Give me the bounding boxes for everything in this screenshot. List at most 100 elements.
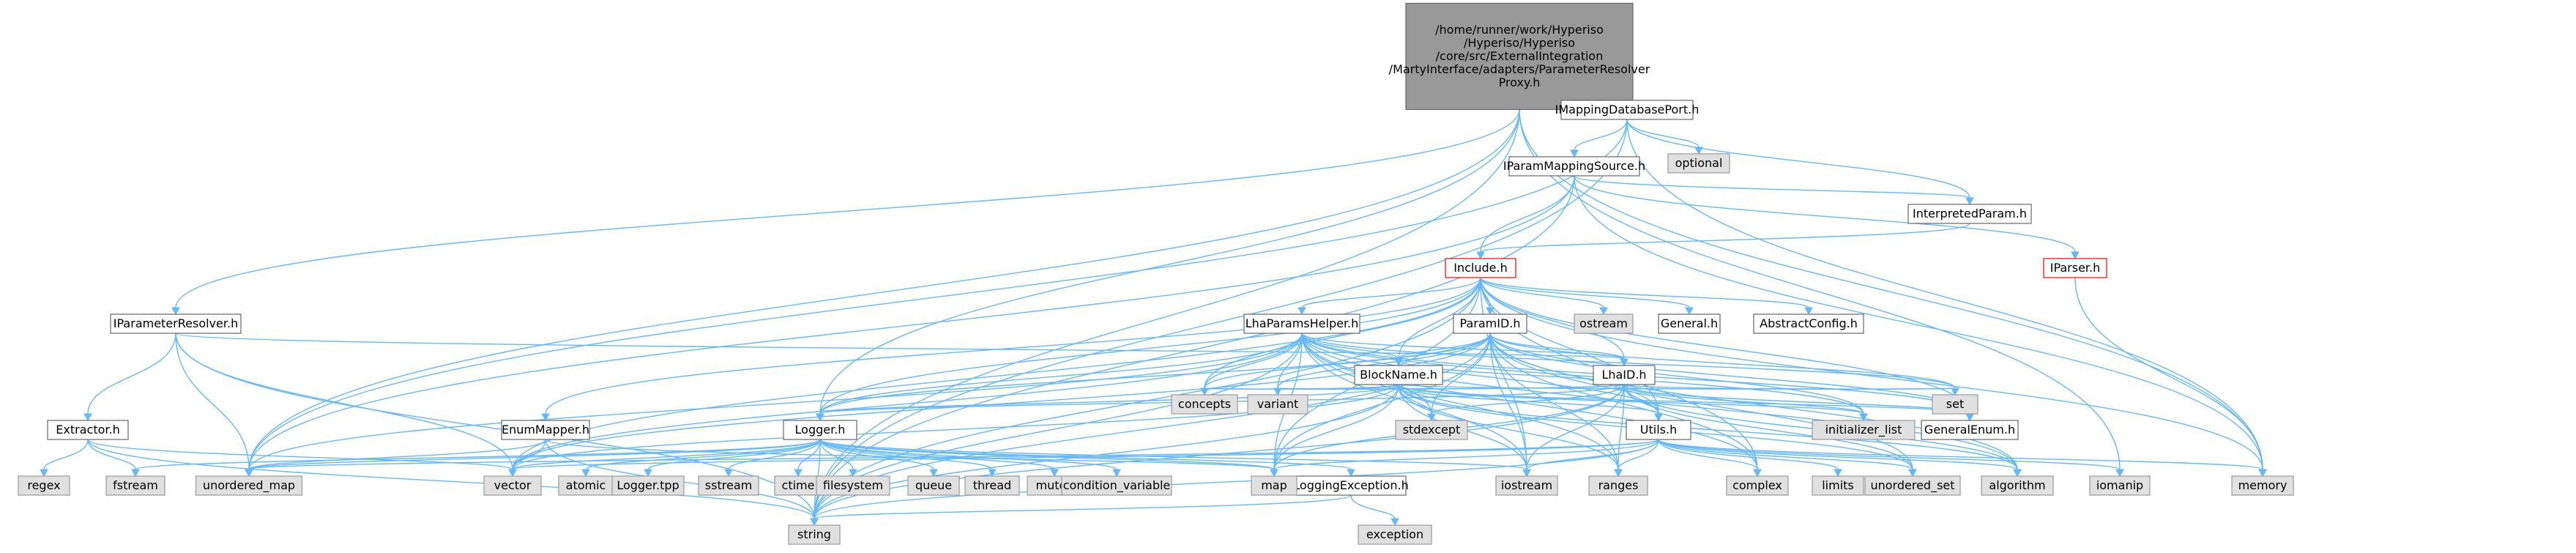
node-box	[558, 475, 614, 496]
node-box	[1588, 475, 1648, 496]
node-box	[1907, 204, 2032, 224]
node-box	[105, 475, 165, 496]
node-initializer-list: initializer_list	[1812, 420, 1916, 440]
edge-logger-to-ctime	[794, 439, 821, 478]
node-label: filesystem	[823, 478, 883, 492]
node-label: /home/runner/work/Hyperiso	[1435, 23, 1604, 37]
node-label: LhaParamsHelper.h	[1246, 316, 1359, 330]
edge-iparammappingsource-to-iparser	[1574, 175, 2080, 260]
node-label: stdexcept	[1403, 423, 1461, 437]
edge-blockname-to-generalenum	[1398, 384, 1974, 422]
edge-interpretedparam-to-include	[1476, 223, 1970, 260]
node-label: fstream	[113, 478, 158, 492]
edge-lhaid-to-generalenum	[1623, 384, 1974, 422]
node-abstractconfig[interactable]: AbstractConfig.h	[1753, 313, 1864, 334]
edge-logger-to-sstream	[724, 439, 821, 478]
node-label: Utils.h	[1640, 423, 1677, 437]
node-label: General.h	[1661, 316, 1718, 330]
edge-include-to-abstractconfig	[1480, 277, 1813, 316]
node-label: regex	[27, 478, 60, 492]
node-label: atomic	[566, 478, 606, 492]
node-box	[1243, 313, 1360, 334]
edge-logger-to-logger-tpp	[644, 439, 821, 478]
node-box	[2089, 475, 2151, 496]
node-iparammappingsource[interactable]: IParamMappingSource.h	[1503, 156, 1645, 177]
node-label: BlockName.h	[1360, 368, 1437, 382]
node-box	[1295, 475, 1407, 496]
node-ostream: ostream	[1574, 313, 1634, 334]
node-sstream: sstream	[698, 475, 759, 496]
node-box	[110, 313, 242, 334]
node-box	[501, 420, 590, 440]
node-optional: optional	[1667, 153, 1730, 174]
edge-blockname-to-variant	[1273, 384, 1399, 396]
node-label: unordered_set	[1870, 478, 1954, 493]
node-imappingdatabaseport[interactable]: IMappingDatabasePort.h	[1555, 100, 1700, 120]
node-utils[interactable]: Utils.h	[1626, 420, 1691, 440]
node-box	[1445, 258, 1516, 278]
node-label: /core/src/ExternalIntegration	[1436, 49, 1604, 63]
node-ctime: ctime	[774, 475, 822, 496]
node-variant: variant	[1247, 394, 1309, 415]
node-paramid[interactable]: ParamID.h	[1453, 313, 1527, 334]
node-box	[816, 475, 890, 496]
node-label: AbstractConfig.h	[1760, 316, 1858, 330]
node-fstream: fstream	[105, 475, 165, 496]
nodes-layer: /home/runner/work/Hyperiso/Hyperiso/Hype…	[18, 2, 2294, 545]
node-box	[964, 475, 1020, 496]
node-label: InterpretedParam.h	[1913, 207, 2027, 220]
edge-iparammappingsource-to-unordered-map	[245, 175, 1575, 478]
node-concepts: concepts	[1171, 394, 1238, 415]
node-lhaparamshelper[interactable]: LhaParamsHelper.h	[1243, 313, 1360, 334]
node-box	[195, 475, 303, 496]
node-label: string	[797, 527, 831, 541]
node-enummapper[interactable]: EnumMapper.h	[501, 420, 590, 440]
node-regex: regex	[18, 475, 70, 496]
node-label: algorithm	[1989, 478, 2045, 492]
node-box	[1753, 313, 1864, 334]
edge-extractor-to-fstream	[87, 439, 140, 478]
node-label: unordered_map	[203, 478, 295, 493]
node-lhaid[interactable]: LhaID.h	[1593, 365, 1656, 385]
node-label: GeneralEnum.h	[1924, 423, 2015, 437]
node-unordered-map: unordered_map	[195, 475, 303, 496]
node-box	[907, 475, 960, 496]
node-box	[483, 475, 542, 496]
edge-loggingexception-to-exception	[1350, 494, 1399, 527]
node-general[interactable]: General.h	[1658, 313, 1721, 334]
edge-utils-to-unordered-map	[245, 439, 1659, 478]
node-filesystem: filesystem	[816, 475, 890, 496]
node-extractor[interactable]: Extractor.h	[47, 420, 129, 440]
node-map: map	[1251, 475, 1298, 496]
node-loggingexception[interactable]: LoggingException.h	[1293, 475, 1409, 496]
edge-utils-to-ranges	[1614, 439, 1659, 478]
node-label: map	[1261, 478, 1287, 492]
node-box	[1626, 420, 1691, 440]
edge-root-to-iparameterresolver	[171, 109, 1520, 316]
edge-utils-to-complex	[1658, 439, 1762, 478]
edge-blockname-to-set	[1398, 384, 1959, 396]
node-stdexcept: stdexcept	[1395, 420, 1468, 440]
node-label: IMappingDatabasePort.h	[1555, 103, 1700, 116]
node-complex: complex	[1726, 475, 1789, 496]
node-label: initializer_list	[1825, 423, 1902, 437]
node-iparser[interactable]: IParser.h	[2043, 258, 2107, 278]
node-label: sstream	[705, 478, 752, 492]
node-box	[1354, 365, 1443, 385]
edge-include-to-lhaparamshelper	[1298, 277, 1481, 316]
node-atomic: atomic	[558, 475, 614, 496]
edge-paramid-to-initializer-list	[1489, 333, 1868, 422]
node-include[interactable]: Include.h	[1445, 258, 1516, 278]
node-label: Proxy.h	[1499, 75, 1541, 89]
node-root[interactable]: /home/runner/work/Hyperiso/Hyperiso/Hype…	[1389, 2, 1650, 111]
node-box	[1864, 475, 1961, 496]
node-iparameterresolver[interactable]: IParameterResolver.h	[110, 313, 242, 334]
node-generalenum[interactable]: GeneralEnum.h	[1921, 420, 2019, 440]
node-vector: vector	[483, 475, 542, 496]
node-label: variant	[1257, 397, 1299, 411]
edge-iparameterresolver-to-string	[175, 333, 819, 527]
node-interpretedparam[interactable]: InterpretedParam.h	[1907, 204, 2032, 224]
node-blockname[interactable]: BlockName.h	[1354, 365, 1443, 385]
node-logger[interactable]: Logger.h	[783, 420, 857, 440]
node-label: /MartyInterface/adapters/ParameterResolv…	[1389, 62, 1650, 76]
